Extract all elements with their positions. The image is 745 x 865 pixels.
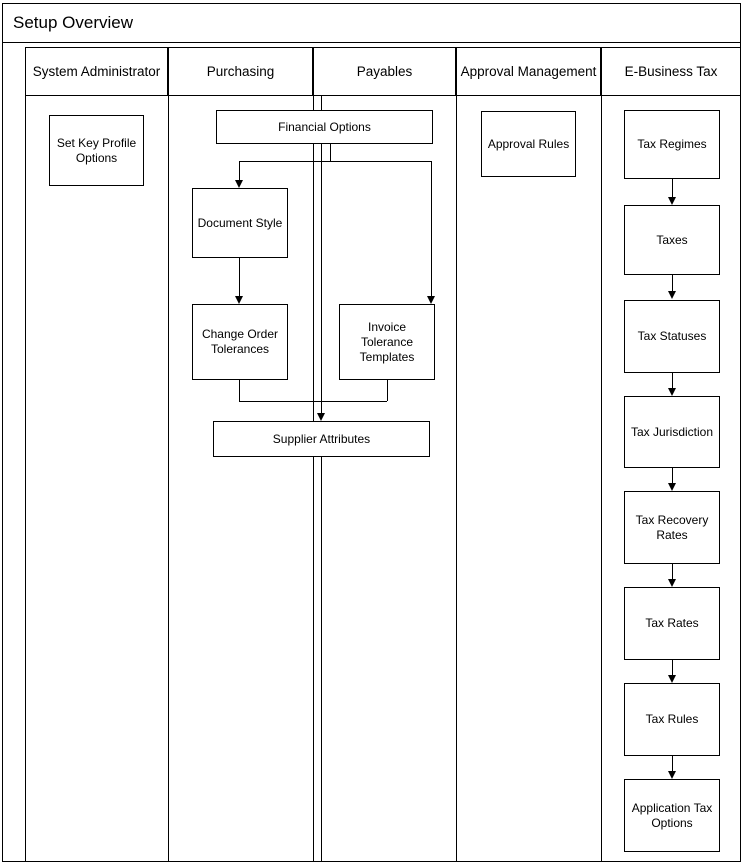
- connector-tax-rates-to-tax-rules: [672, 660, 673, 675]
- connector-financial-options-out: [330, 144, 331, 161]
- box-taxes[interactable]: Taxes: [624, 205, 720, 275]
- box-supplier-attributes[interactable]: Supplier Attributes: [213, 421, 430, 457]
- connector-spine-top: [321, 96, 322, 110]
- box-approval-rules[interactable]: Approval Rules: [481, 111, 576, 177]
- lane-header-approval-management: Approval Management: [456, 47, 601, 96]
- lane-divider-approval-management-e-business-tax: [601, 96, 602, 861]
- connector-tax-recovery-rates-to-tax-rates: [672, 564, 673, 579]
- arrowhead-tax-recovery-rates: [668, 483, 676, 491]
- box-change-order-tolerances[interactable]: Change Order Tolerances: [192, 304, 288, 380]
- box-tax-rules[interactable]: Tax Rules: [624, 683, 720, 756]
- connector-to-document-style: [239, 161, 240, 180]
- box-document-style[interactable]: Document Style: [192, 188, 288, 258]
- connector-spine-bottom: [321, 457, 322, 861]
- box-set-key-profile-options[interactable]: Set Key Profile Options: [49, 115, 144, 186]
- connector-change-order-tolerances-down: [239, 380, 240, 401]
- box-label: Change Order Tolerances: [201, 327, 279, 356]
- box-tax-rates[interactable]: Tax Rates: [624, 587, 720, 660]
- lane-header-system-administrator: System Administrator: [25, 47, 168, 96]
- box-tax-jurisdiction[interactable]: Tax Jurisdiction: [624, 396, 720, 468]
- box-label: Document Style: [197, 215, 283, 230]
- lane-header-label: Payables: [356, 63, 413, 79]
- connector-financial-options-bus: [239, 161, 431, 162]
- lane-divider-payables-approval-management: [456, 96, 457, 861]
- connector-merge-bus: [239, 401, 387, 402]
- box-label: Supplier Attributes: [272, 431, 371, 446]
- lane-header-label: Purchasing: [206, 63, 275, 79]
- lane-header-label: System Administrator: [32, 63, 161, 79]
- arrowhead-supplier-attributes: [317, 413, 325, 421]
- box-label: Tax Regimes: [637, 137, 707, 151]
- box-label: Tax Statuses: [637, 329, 707, 343]
- arrowhead-tax-jurisdiction: [668, 388, 676, 396]
- connector-to-supplier-attributes: [321, 401, 322, 413]
- arrowhead-tax-rates: [668, 579, 676, 587]
- connector-invoice-tolerance-templates-down: [387, 380, 388, 401]
- connector-tax-jurisdiction-to-tax-recovery-rates: [672, 468, 673, 483]
- box-label: Set Key Profile Options: [56, 135, 137, 165]
- box-label: Taxes: [656, 232, 688, 247]
- box-financial-options[interactable]: Financial Options: [216, 110, 433, 144]
- box-label: Financial Options: [278, 119, 371, 134]
- arrowhead-change-order-tolerances: [235, 296, 243, 304]
- page-title: Setup Overview: [13, 13, 133, 32]
- arrowhead-application-tax-options: [668, 771, 676, 779]
- connector-taxes-to-tax-statuses: [672, 275, 673, 291]
- box-tax-recovery-rates[interactable]: Tax Recovery Rates: [624, 491, 720, 564]
- lane-edge-left: [25, 47, 26, 861]
- lane-header-e-business-tax: E-Business Tax: [601, 47, 741, 96]
- arrowhead-tax-rules: [668, 675, 676, 683]
- box-label: Application Tax Options: [631, 800, 713, 830]
- connector-tax-statuses-to-tax-jurisdiction: [672, 373, 673, 388]
- lane-header-purchasing: Purchasing: [168, 47, 313, 96]
- connector-tax-rules-to-application-tax-options: [672, 756, 673, 771]
- box-label: Invoice Tolerance Templates: [359, 319, 415, 364]
- connector-tax-regimes-to-taxes: [672, 179, 673, 197]
- connector-spine-middle: [321, 144, 322, 419]
- title-bar: Setup Overview: [2, 3, 741, 43]
- connector-document-style-to-change-order-tolerances: [239, 258, 240, 296]
- box-tax-regimes[interactable]: Tax Regimes: [624, 110, 720, 179]
- box-label: Tax Rules: [645, 712, 699, 726]
- arrowhead-invoice-tolerance-templates: [427, 296, 435, 304]
- arrowhead-taxes: [668, 197, 676, 205]
- arrowhead-tax-statuses: [668, 291, 676, 299]
- box-label: Tax Recovery Rates: [635, 512, 709, 542]
- box-application-tax-options[interactable]: Application Tax Options: [624, 779, 720, 852]
- box-invoice-tolerance-templates[interactable]: Invoice Tolerance Templates: [339, 304, 435, 380]
- lane-header-payables: Payables: [313, 47, 456, 96]
- box-label: Tax Jurisdiction: [630, 424, 714, 439]
- lane-divider-purchasing-payables: [313, 96, 314, 861]
- box-label: Approval Rules: [487, 136, 570, 151]
- arrowhead-document-style: [235, 180, 243, 188]
- lane-header-label: E-Business Tax: [624, 63, 718, 79]
- box-tax-statuses[interactable]: Tax Statuses: [624, 300, 720, 373]
- lane-header-label: Approval Management: [460, 63, 597, 79]
- box-label: Tax Rates: [645, 616, 699, 630]
- lane-divider-system-administrator-purchasing: [168, 96, 169, 861]
- connector-to-invoice-tolerance-templates: [431, 161, 432, 296]
